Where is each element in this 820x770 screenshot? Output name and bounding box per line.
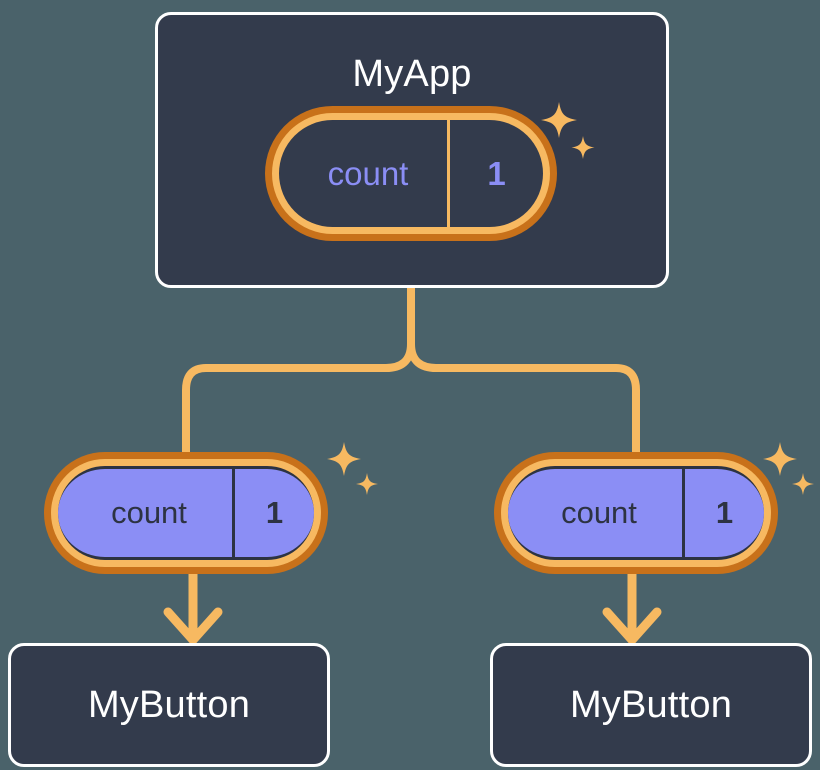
sparkle-icon [763, 442, 797, 476]
connector-arrow-left-head [163, 607, 223, 645]
state-pill-inner-ring: count 1 [272, 113, 550, 234]
component-label-mybutton-left: MyButton [87, 684, 251, 726]
sparkle-cluster-button-left [327, 442, 378, 495]
component-label-myapp: MyApp [352, 53, 472, 95]
state-pill-face: count 1 [279, 120, 543, 227]
state-value-label: 1 [682, 469, 764, 557]
sparkle-icon [356, 473, 378, 495]
sparkle-icon [792, 473, 814, 495]
connector-arrow-right-head [602, 607, 662, 645]
state-pill-inner-ring: count 1 [51, 459, 321, 567]
state-pill-button-right[interactable]: count 1 [494, 452, 778, 574]
component-card-mybutton-right[interactable]: MyButton [490, 643, 812, 767]
connector-root-tee [182, 284, 640, 462]
component-label-mybutton-right: MyButton [569, 684, 733, 726]
state-value-label: 1 [232, 469, 314, 557]
state-pill-myapp[interactable]: count 1 [265, 106, 557, 241]
component-card-mybutton-left[interactable]: MyButton [8, 643, 330, 767]
state-key-label: count [327, 154, 409, 192]
state-pill-inner-ring: count 1 [501, 459, 771, 567]
state-pill-face: count 1 [58, 466, 314, 560]
state-value-label: 1 [447, 120, 543, 227]
sparkle-icon [327, 442, 361, 476]
state-pill-button-left[interactable]: count 1 [44, 452, 328, 574]
state-pill-face: count 1 [508, 466, 764, 560]
state-key-label: count [561, 495, 637, 530]
state-key-label: count [111, 495, 187, 530]
